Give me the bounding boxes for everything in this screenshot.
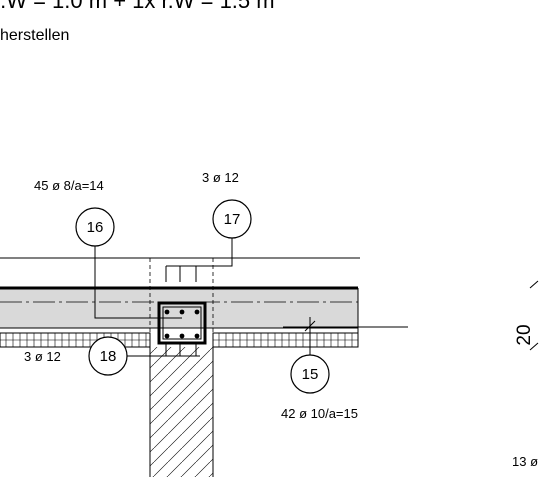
- formula-line: r.W = 1.0 m + 1x r.W = 1.5 m: [0, 0, 275, 13]
- insulation-layer-left: [0, 332, 151, 348]
- position-17-label: 17: [224, 211, 241, 228]
- subtitle: herstellen: [0, 27, 69, 44]
- insulation-layer-right: [212, 332, 359, 348]
- position-16-label: 16: [87, 219, 104, 236]
- stirrups-label: 45 ø 8/a=14: [34, 178, 104, 193]
- wall: [150, 347, 213, 477]
- position-18-label: 18: [100, 348, 117, 365]
- dimension-tick-bottom: [529, 342, 539, 351]
- slab-bar-tick: [304, 320, 316, 332]
- dimension-20: 20: [514, 324, 535, 345]
- cut-label: 13 ø: [512, 454, 538, 469]
- position-bubble-17: 17: [212, 199, 252, 239]
- position-bubble-15: 15: [290, 354, 330, 394]
- beam-cage-outer: [157, 301, 207, 345]
- position-bubble-16: 16: [75, 207, 115, 247]
- slab-bars-label: 42 ø 10/a=15: [281, 406, 358, 421]
- beam-bars: [164, 309, 200, 339]
- position-bubble-18: 18: [88, 336, 128, 376]
- slab-body: [0, 288, 358, 328]
- leader-16: [94, 246, 182, 319]
- top-bars-symbol: [165, 265, 208, 282]
- beam-cage-inner: [162, 306, 202, 340]
- bottom-bars-symbol: [150, 343, 200, 357]
- leader-17: [208, 238, 233, 267]
- top-bars-label: 3 ø 12: [202, 170, 239, 185]
- dimension-tick-top: [529, 280, 539, 289]
- bottom-bars-label: 3 ø 12: [24, 349, 61, 364]
- position-15-label: 15: [302, 366, 319, 383]
